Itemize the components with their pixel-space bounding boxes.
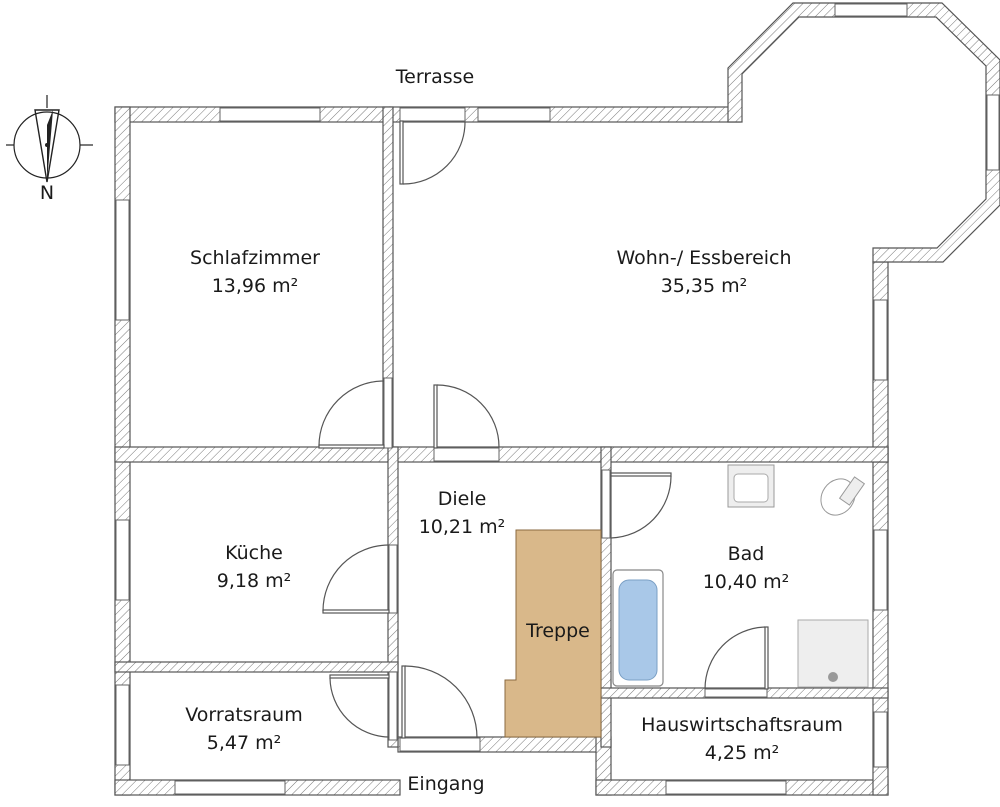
sink-basin: [733, 473, 769, 503]
compass-needle-half: [47, 110, 53, 182]
door-bath-leaf: [610, 472, 672, 477]
wall-bay-window: [727, 2, 1000, 263]
window-storage-left: [115, 684, 130, 766]
room-name-bad: Bad: [728, 543, 765, 565]
door-bedroom-opening: [383, 377, 393, 449]
door-terrace-leaf: [399, 120, 404, 185]
window-living-top-1: [477, 107, 551, 122]
door-utility-leaf: [764, 626, 769, 690]
room-area-hwr: 4,25 m²: [705, 742, 779, 764]
room-area-bad: 10,40 m²: [703, 571, 790, 593]
room-name-schlafzimmer: Schlafzimmer: [190, 247, 320, 269]
door-terrace-opening: [399, 107, 466, 122]
door-utility-opening: [704, 688, 768, 698]
bathtub-basin: [618, 579, 658, 681]
entrance-label: Eingang: [407, 773, 484, 795]
door-kitchen-leaf: [322, 609, 390, 614]
door-entrance-swing: [404, 665, 478, 739]
door-storage-swing: [329, 677, 390, 738]
door-entrance-leaf: [401, 665, 406, 739]
room-name-hwr: Hauswirtschaftsraum: [641, 714, 843, 736]
doors: [318, 107, 769, 752]
door-kitchen-swing: [322, 544, 390, 612]
door-terrace-swing: [402, 121, 466, 185]
window-bath-right: [873, 529, 888, 611]
window-utility-right: [873, 711, 888, 768]
wall-kitchen-storage: [114, 661, 399, 673]
window-bay-top: [834, 3, 908, 17]
stairs: [504, 529, 602, 738]
room-name-diele: Diele: [438, 488, 487, 510]
shower-drain-icon: [828, 672, 838, 682]
compass-needle-icon: [34, 109, 60, 183]
window-kitchen-left: [115, 519, 130, 601]
terrace-label: Terrasse: [395, 66, 475, 88]
door-kitchen-opening: [388, 544, 398, 614]
room-name-wohn: Wohn-/ Essbereich: [616, 247, 791, 269]
stairs-label: Treppe: [525, 620, 590, 642]
room-area-diele: 10,21 m²: [419, 516, 506, 538]
window-bedroom-left: [115, 199, 130, 321]
door-bath-opening: [601, 469, 611, 539]
labels: Terrasse Eingang Schlafzimmer 13,96 m² W…: [185, 66, 843, 795]
compass-center: [45, 143, 49, 147]
door-living-swing: [436, 384, 500, 448]
toilet-tank: [838, 476, 866, 506]
door-bedroom-swing: [318, 380, 385, 447]
door-storage-leaf: [329, 674, 390, 679]
wall-mid-horizontal: [114, 446, 889, 463]
window-utility-bottom: [665, 780, 787, 795]
interior-walls: [114, 106, 889, 748]
window-storage-bottom: [174, 780, 286, 795]
door-living-leaf: [433, 384, 438, 449]
window-bay-right: [986, 94, 1000, 171]
door-entrance-opening: [399, 737, 481, 752]
door-bath-swing: [610, 475, 672, 539]
door-bedroom-leaf: [318, 444, 385, 449]
fixtures: [504, 464, 869, 738]
room-area-wohn: 35,35 m²: [661, 275, 748, 297]
compass-north-label: N: [40, 182, 54, 204]
room-name-kueche: Küche: [225, 542, 283, 564]
compass: N: [6, 95, 93, 204]
door-utility-swing: [704, 626, 766, 690]
room-area-schlafzimmer: 13,96 m²: [212, 275, 299, 297]
room-area-kueche: 9,18 m²: [217, 570, 291, 592]
room-area-vorrat: 5,47 m²: [207, 732, 281, 754]
room-name-vorrat: Vorratsraum: [185, 704, 302, 726]
door-storage-opening: [388, 671, 398, 741]
door-living-opening: [433, 447, 500, 462]
windows: [115, 3, 1000, 795]
window-living-right: [873, 299, 888, 381]
window-bedroom-top: [219, 107, 321, 122]
